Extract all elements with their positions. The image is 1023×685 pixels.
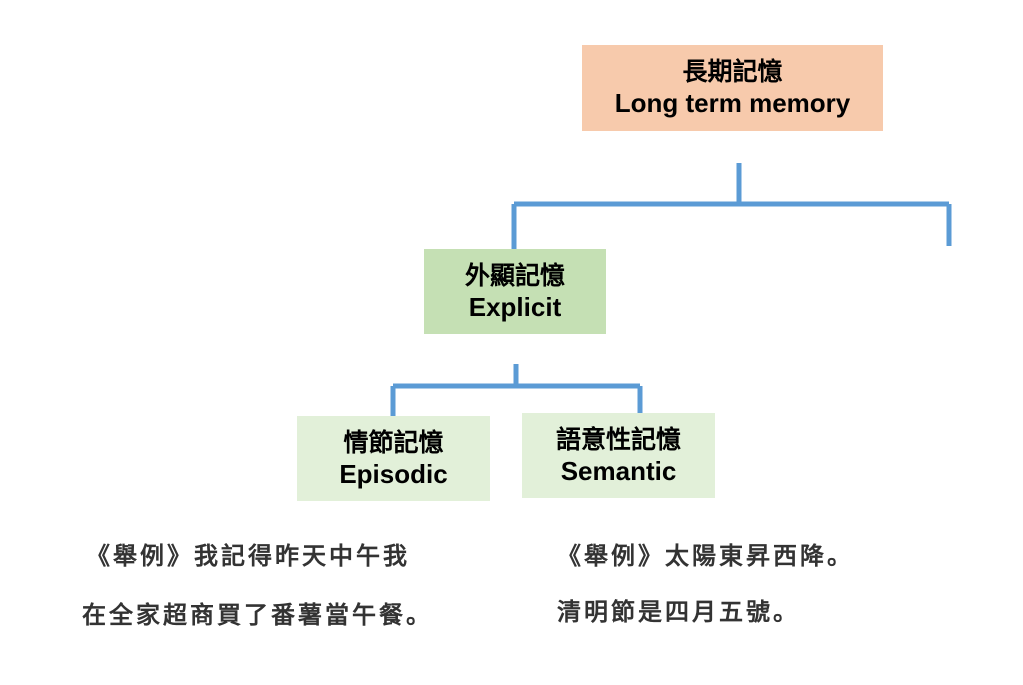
long-term-memory-label-zh: 長期記憶 bbox=[682, 57, 783, 87]
explicit-memory-node: 外顯記憶 Explicit bbox=[424, 249, 606, 334]
semantic-memory-label-zh: 語意性記憶 bbox=[555, 424, 681, 454]
episodic-example-line-1: 《舉例》我記得昨天中午我 bbox=[86, 542, 410, 570]
semantic-example-line-2: 清明節是四月五號。 bbox=[557, 598, 800, 626]
semantic-memory-node: 語意性記憶 Semantic bbox=[522, 413, 715, 498]
episodic-memory-label-zh: 情節記憶 bbox=[343, 427, 444, 457]
episodic-memory-label-en: Episodic bbox=[339, 458, 448, 489]
semantic-memory-label-en: Semantic bbox=[560, 455, 677, 486]
explicit-memory-label-zh: 外顯記憶 bbox=[464, 260, 565, 290]
episodic-memory-node: 情節記憶 Episodic bbox=[297, 416, 490, 501]
long-term-memory-node: 長期記憶 Long term memory bbox=[582, 45, 883, 131]
episodic-example-line-2: 在全家超商買了番薯當午餐。 bbox=[82, 601, 433, 629]
explicit-memory-label-en: Explicit bbox=[468, 291, 562, 322]
semantic-example-line-1: 《舉例》太陽東昇西降。 bbox=[557, 542, 854, 570]
long-term-memory-label-en: Long term memory bbox=[614, 88, 851, 119]
